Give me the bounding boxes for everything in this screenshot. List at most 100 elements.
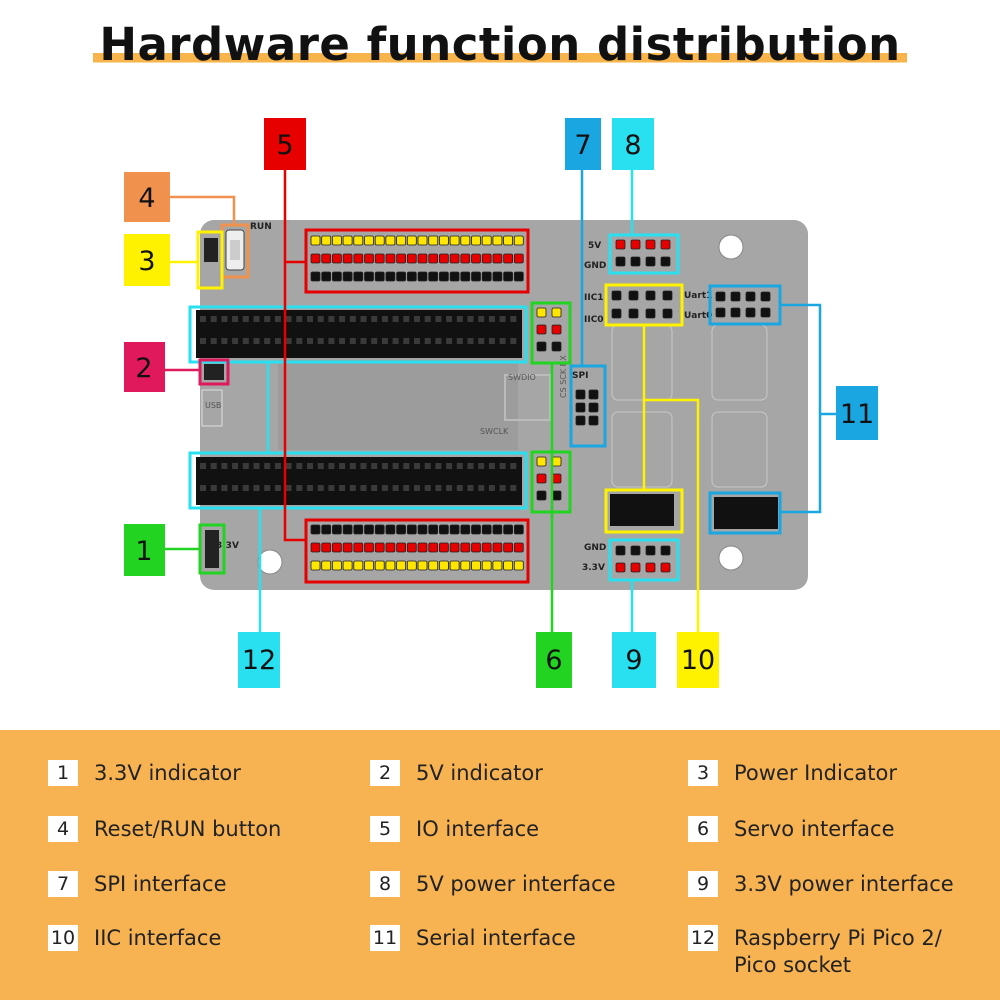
iic-pin <box>662 290 673 301</box>
io-pin-power <box>364 542 374 553</box>
callout-6: 6 <box>536 632 572 688</box>
svg-text:9: 9 <box>625 645 642 676</box>
io-pin-ground <box>385 524 396 535</box>
page-title: Hardware function distribution <box>93 18 907 71</box>
socket-hole <box>274 463 281 469</box>
io-pin-signal <box>503 560 514 571</box>
socket-hole <box>317 316 324 322</box>
callout-5: 5 <box>264 118 306 170</box>
io-pin-ground <box>513 271 524 282</box>
spi-pin <box>588 389 599 400</box>
io-pin-signal <box>310 560 321 571</box>
io-pin-ground <box>396 524 407 535</box>
spi-pin <box>575 415 586 426</box>
io-pin-power <box>503 253 514 264</box>
io-pin-ground <box>331 271 342 282</box>
io-pin-signal <box>417 560 428 571</box>
socket-hole <box>296 316 303 322</box>
io-pin-power <box>310 542 321 553</box>
socket-hole <box>307 316 313 322</box>
legend-label: 5V indicator <box>416 761 543 785</box>
io-pin-ground <box>353 524 364 535</box>
v33-board-label: 3.3V <box>216 541 239 551</box>
io-pin-power <box>385 542 396 553</box>
io-pin-signal <box>471 560 481 571</box>
socket-hole <box>232 338 239 344</box>
uart-pin <box>745 291 756 302</box>
socket-hole <box>467 463 474 469</box>
io-pin-power <box>481 542 492 553</box>
reset-button-cap <box>230 240 240 260</box>
socket-hole <box>349 485 356 491</box>
spi-pin <box>575 402 586 413</box>
v5-gnd-pin <box>630 256 641 267</box>
io-pin-ground <box>438 524 449 535</box>
callout-8: 8 <box>612 118 654 170</box>
socket-hole <box>317 463 324 469</box>
socket-hole <box>221 316 228 322</box>
spi-pins-label: CS SCK RX <box>559 355 568 398</box>
io-pin-signal <box>503 235 514 246</box>
swdio-label: SWDIO <box>508 373 536 382</box>
io-pin-ground <box>342 524 353 535</box>
socket-hole <box>264 338 271 344</box>
silk-block <box>711 411 768 488</box>
legend-number: 2 <box>370 760 400 786</box>
v5-pin <box>615 239 626 250</box>
v33-pin <box>630 562 641 573</box>
io-pin-power <box>417 253 428 264</box>
callout-2: 2 <box>124 342 165 392</box>
socket-hole <box>360 338 367 344</box>
servo-pin <box>551 307 562 318</box>
io-pin-signal <box>460 560 471 571</box>
legend-number: 1 <box>48 760 78 786</box>
io-pin-power <box>374 253 385 264</box>
callout-1: 1 <box>124 524 165 576</box>
io-pin-power <box>342 542 353 553</box>
title-wrap: Hardware function distribution <box>0 18 1000 71</box>
socket-hole <box>510 485 517 491</box>
socket-hole <box>435 485 442 491</box>
socket-hole <box>274 316 281 322</box>
gnd-label: GND <box>584 261 606 271</box>
io-pin-power <box>503 542 514 553</box>
iic-pin <box>645 308 656 319</box>
socket-hole <box>264 316 271 322</box>
socket-hole <box>381 485 388 491</box>
socket-hole <box>414 463 420 469</box>
io-interface-top <box>310 235 524 282</box>
v33-pin <box>660 562 671 573</box>
leader-5b <box>283 262 306 542</box>
io-pin-signal <box>438 235 449 246</box>
io-pin-ground <box>471 271 481 282</box>
io-pin-signal <box>513 560 524 571</box>
io-pin-signal <box>353 235 364 246</box>
legend-number: 10 <box>48 925 78 951</box>
io-pin-signal <box>406 560 417 571</box>
legend-label: SPI interface <box>94 872 227 896</box>
socket-hole <box>360 463 367 469</box>
legend-number: 4 <box>48 816 78 842</box>
io-pin-signal <box>385 560 396 571</box>
io-pin-power <box>331 253 342 264</box>
iic0-label: IIC0 <box>584 315 604 325</box>
socket-hole <box>221 338 228 344</box>
socket-hole <box>510 316 517 322</box>
io-pin-power <box>310 253 321 264</box>
socket-hole <box>339 316 346 322</box>
legend-label: Power Indicator <box>734 761 897 785</box>
v5-pin <box>645 239 656 250</box>
io-pin-signal <box>385 235 396 246</box>
io-pin-power <box>513 253 524 264</box>
socket-hole <box>414 338 420 344</box>
svg-text:10: 10 <box>681 645 715 676</box>
socket-hole <box>317 485 324 491</box>
callout-10: 10 <box>677 632 719 688</box>
io-pin-power <box>449 253 460 264</box>
